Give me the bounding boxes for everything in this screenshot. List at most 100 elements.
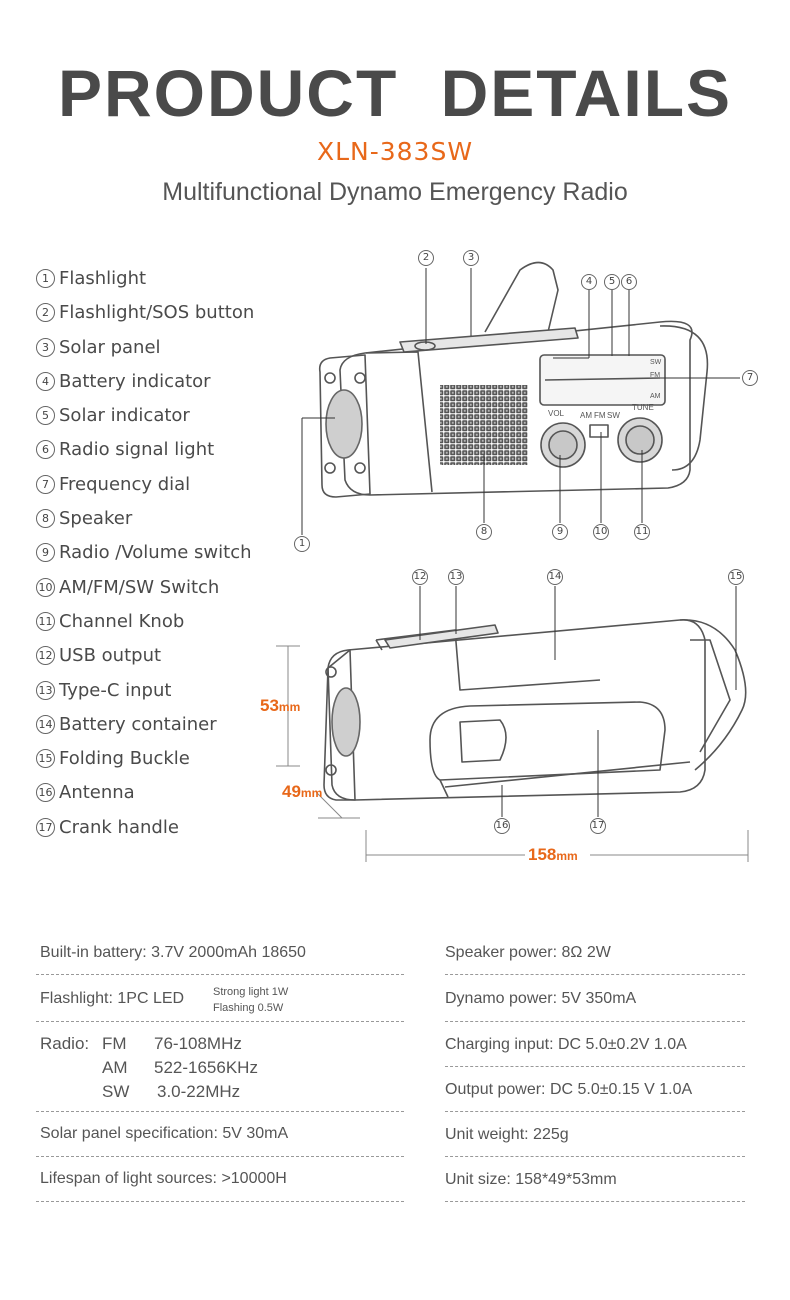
legend-number: 16	[36, 783, 55, 803]
legend-number: 14	[36, 714, 55, 734]
legend-label: Folding Buckle	[59, 748, 190, 770]
spec-size: Unit size: 158*49*53mm	[445, 1171, 617, 1188]
spec-lifespan: Lifespan of light sources: >10000H	[40, 1170, 287, 1187]
radio-range: 522-1656KHz	[154, 1058, 258, 1077]
legend-number: 6	[36, 440, 55, 460]
callout-2: 2	[418, 250, 434, 266]
legend-number: 9	[36, 543, 55, 563]
spec-solar: Solar panel specification: 5V 30mA	[40, 1125, 289, 1142]
radio-band: AM	[102, 1058, 128, 1077]
callout-7: 7	[742, 370, 758, 386]
legend-number: 2	[36, 303, 55, 323]
legend-number: 4	[36, 371, 55, 391]
callout-10: 10	[593, 524, 609, 540]
callout-1: 1	[294, 536, 310, 552]
band-fm-label: FM	[650, 372, 661, 379]
callout-6: 6	[621, 274, 637, 290]
legend-number: 1	[36, 269, 55, 288]
radio-label: Radio:	[40, 1034, 90, 1053]
spec-speaker: Speaker power: 8Ω 2W	[445, 944, 611, 961]
spec-charging: Charging input: DC 5.0±0.2V 1.0A	[445, 1036, 687, 1053]
callout-4: 4	[581, 274, 597, 290]
spec-flashlight-flash: Flashing 0.5W	[213, 1002, 284, 1014]
legend-number: 17	[36, 817, 55, 837]
spec-radio: Radio: FM 76-108MHz AM 522-1656KHz SW 3.0-22…	[40, 1034, 258, 1106]
legend-label: Type-C input	[59, 679, 172, 701]
legend-number: 12	[36, 646, 55, 666]
length-dimension: 158mm	[528, 845, 578, 864]
legend-label: Speaker	[59, 508, 133, 530]
legend-label: Solar indicator	[59, 405, 190, 427]
legend-number: 13	[36, 680, 55, 700]
callout-17: 17	[590, 818, 606, 834]
vol-label: VOL	[548, 409, 565, 418]
model-number: XLN-383SW	[316, 137, 474, 166]
legend-number: 8	[36, 509, 55, 529]
legend-number: 5	[36, 406, 55, 426]
radio-range: 3.0-22MHz	[157, 1082, 241, 1101]
legend-label: Radio /Volume switch	[59, 542, 252, 564]
legend-label: Flashlight	[59, 268, 147, 289]
legend-label: Solar panel	[59, 336, 161, 358]
callout-5: 5	[604, 274, 620, 290]
callout-9: 9	[552, 524, 568, 540]
band-am-label: AM	[650, 393, 661, 400]
height-dimension: 53mm	[260, 696, 301, 715]
radio-front-view	[318, 261, 709, 498]
radio-band: FM	[102, 1034, 127, 1053]
sw-label: SW	[607, 411, 620, 420]
radio-range: 76-108MHz	[154, 1034, 242, 1053]
legend-number: 15	[36, 749, 55, 769]
legend-number: 3	[36, 337, 55, 357]
depth-dimension: 49mm	[282, 782, 323, 801]
radio-band: SW	[102, 1082, 130, 1101]
fm-label: FM	[594, 411, 606, 420]
legend-label: Radio signal light	[59, 439, 215, 461]
callout-16: 16	[494, 818, 510, 834]
product-subtitle: Multifunctional Dynamo Emergency Radio	[162, 178, 628, 206]
legend-label: Crank handle	[59, 816, 179, 838]
legend-label: Frequency dial	[59, 473, 191, 495]
callout-14: 14	[547, 569, 563, 585]
legend-label: Channel Knob	[59, 610, 185, 632]
legend-number: 11	[36, 611, 55, 631]
page-title: PRODUCT DETAILS	[57, 56, 733, 130]
spec-weight: Unit weight: 225g	[445, 1126, 569, 1143]
spec-output: Output power: DC 5.0±0.15 V 1.0A	[445, 1081, 693, 1098]
legend-label: AM/FM/SW Switch	[59, 576, 220, 598]
radio-diagram	[276, 261, 749, 862]
callout-13: 13	[448, 569, 464, 585]
tune-label: TUNE	[632, 403, 654, 412]
callout-12: 12	[412, 569, 428, 585]
legend-label: Flashlight/SOS button	[59, 302, 255, 324]
band-sw-label: SW	[650, 359, 662, 366]
spec-flashlight: Flashlight: 1PC LED	[40, 990, 185, 1007]
legend-label: Battery indicator	[59, 370, 211, 392]
legend-number: 10	[36, 577, 55, 597]
am-label: AM	[580, 411, 592, 420]
radio-back-view	[323, 619, 747, 801]
spec-dynamo: Dynamo power: 5V 350mA	[445, 990, 637, 1007]
callout-8: 8	[476, 524, 492, 540]
callout-3: 3	[463, 250, 479, 266]
legend-label: Battery container	[59, 713, 217, 735]
callout-15: 15	[728, 569, 744, 585]
legend-label: USB output	[59, 645, 162, 667]
legend-number: 7	[36, 474, 55, 494]
